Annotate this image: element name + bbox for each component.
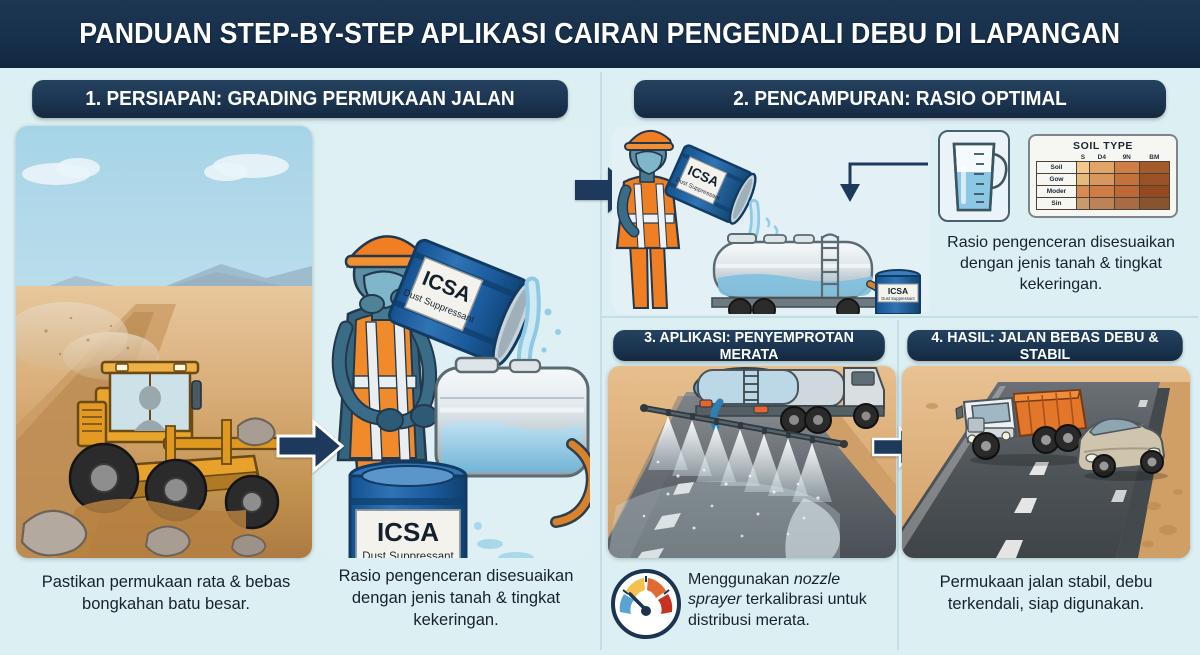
- soil-table-corner: [1037, 154, 1077, 162]
- soil-table-cell: [1075, 161, 1090, 174]
- soil-table-row: Sin: [1036, 197, 1171, 210]
- panel-2-image-mixing: ICSA Dust Suppressant: [612, 126, 930, 314]
- worker-drum-tank-svg: ICSA Dust Suppressant: [320, 126, 590, 558]
- soil-table-cell: [1088, 185, 1115, 198]
- soil-table-cell: [1138, 161, 1171, 174]
- soil-table-col-header: S: [1080, 154, 1086, 161]
- soil-table-cell: [1113, 197, 1140, 210]
- soil-table-cell: [1075, 197, 1090, 210]
- panel-1-image-grading: [16, 126, 312, 558]
- drum-subtitle-text-2: Dust Suppressant: [362, 551, 454, 558]
- grader-scene-svg: [16, 126, 312, 558]
- soil-table-cell: [1113, 185, 1140, 198]
- panel-1-header-label: 1. PERSIAPAN: GRADING PERMUKAAN JALAN: [85, 87, 515, 110]
- soil-table-cell: [1138, 197, 1171, 210]
- drum-brand-text-4: ICSA: [888, 286, 908, 296]
- tanker-truck: [711, 233, 877, 314]
- soil-table-cell: [1075, 185, 1090, 198]
- drum-brand-text-2: ICSA: [377, 517, 439, 547]
- drum-subtitle-text-4: Dust Suppressant: [881, 296, 915, 301]
- poster-title: PANDUAN STEP-BY-STEP APLIKASI CAIRAN PEN…: [79, 17, 1121, 50]
- soil-table-cell: [1113, 161, 1140, 174]
- water-tank: [434, 356, 590, 478]
- panel-3-image-spraying: [608, 366, 896, 558]
- panel-3-header-label: 3. APLIKASI: PENYEMPROTAN MERATA: [644, 328, 854, 363]
- water-tanker-truck-3: [693, 367, 885, 434]
- panel-1b-caption: Rasio pengenceran disesuaikan dengan jen…: [320, 566, 592, 631]
- panel-1-caption-text: Pastikan permukaan rata & bebas bongkaha…: [41, 573, 291, 613]
- soil-table-col-header: 9N: [1122, 154, 1131, 161]
- mixing-scene-svg: ICSA Dust Suppressant: [612, 126, 930, 314]
- foreground-rocks: [20, 417, 276, 557]
- panel-2-header: 2. PENCAMPURAN: RASIO OPTIMAL: [634, 80, 1166, 118]
- soil-type-chart-title: SOIL TYPE: [1072, 140, 1134, 152]
- pouring-drum-2: ICSA Dust Suppressant: [664, 144, 757, 225]
- soil-table-row-label: Moder: [1036, 185, 1077, 198]
- motor-grader: [56, 360, 284, 558]
- soil-table-row-label: Gow: [1036, 173, 1077, 186]
- connector-arrow-chart-to-tank: [840, 162, 928, 202]
- panel-4-image-result: [902, 366, 1190, 558]
- water-droplets: [474, 522, 534, 558]
- panel-2-caption: Rasio pengenceran disesuaikan dengan jen…: [930, 232, 1192, 295]
- panel-1b-caption-text: Rasio pengenceran disesuaikan dengan jen…: [338, 567, 574, 629]
- poster-title-bar: PANDUAN STEP-BY-STEP APLIKASI CAIRAN PEN…: [0, 0, 1200, 68]
- soil-table-row: Gow: [1036, 173, 1171, 186]
- panel-1-caption: Pastikan permukaan rata & bebas bongkaha…: [16, 572, 316, 616]
- panel-4-caption: Permukaan jalan stabil, debu terkendali,…: [902, 572, 1190, 616]
- calibrated-gauge-icon: [610, 568, 682, 640]
- soil-table-row: Moder: [1036, 185, 1171, 198]
- soil-table-cell: [1113, 173, 1140, 186]
- panel-2-header-label: 2. PENCAMPURAN: RASIO OPTIMAL: [733, 87, 1067, 110]
- soil-table-row: Soil: [1036, 161, 1171, 174]
- panel-3-caption-emphasis: nozzle sprayer: [688, 571, 841, 609]
- panel-4-caption-text: Permukaan jalan stabil, debu terkendali,…: [939, 573, 1153, 613]
- beaker-icon: [952, 142, 1008, 212]
- panel-1-header: 1. PERSIAPAN: GRADING PERMUKAAN JALAN: [32, 80, 568, 118]
- result-scene-svg: [902, 366, 1190, 558]
- panel-4-header-label: 4. HASIL: JALAN BEBAS DEBU & STABIL: [931, 328, 1159, 363]
- icsa-drum-upright: ICSA Dust Suppressant: [348, 460, 468, 558]
- worker-figure-2: [615, 130, 708, 309]
- soil-table-cell: [1088, 173, 1115, 186]
- dump-truck: [955, 388, 1088, 466]
- soil-table-cell: [1088, 197, 1115, 210]
- panel-3-header: 3. APLIKASI: PENYEMPROTAN MERATA: [613, 328, 885, 363]
- soil-table-cell: [1138, 185, 1171, 198]
- soil-table-row-label: Sin: [1036, 197, 1077, 210]
- soil-table-cell: [1138, 173, 1171, 186]
- soil-table-col-header: D4: [1097, 154, 1106, 161]
- soil-table-cell: [1088, 161, 1115, 174]
- spray-fans: [648, 416, 832, 502]
- panel-2-caption-text: Rasio pengenceran disesuaikan dengan jen…: [947, 234, 1175, 294]
- panel-3-caption-post: terkalibrasi untuk distribusi merata.: [688, 591, 867, 629]
- divider-vertical-main: [600, 72, 602, 650]
- panel-3-caption: Menggunakan nozzle sprayer terkalibrasi …: [688, 570, 896, 631]
- spraying-scene-svg: [608, 366, 896, 558]
- divider-horizontal-right: [602, 316, 1198, 318]
- passenger-car: [1076, 418, 1168, 481]
- measuring-beaker-card: [938, 130, 1010, 222]
- icsa-drum-small: ICSA Dust Suppressant: [875, 269, 921, 314]
- panel-3-caption-pre: Menggunakan: [688, 571, 794, 588]
- spray-bar: [640, 404, 848, 448]
- arrow-step-1-to-drum: [276, 416, 345, 476]
- soil-table-row-label: Soil: [1036, 161, 1077, 174]
- soil-table-cell: [1075, 173, 1090, 186]
- soil-table-col-header: BM: [1149, 154, 1160, 161]
- panel-1b-image-mixing: ICSA Dust Suppressant: [320, 126, 590, 558]
- panel-4-header: 4. HASIL: JALAN BEBAS DEBU & STABIL: [907, 328, 1183, 363]
- divider-vertical-right: [897, 320, 899, 650]
